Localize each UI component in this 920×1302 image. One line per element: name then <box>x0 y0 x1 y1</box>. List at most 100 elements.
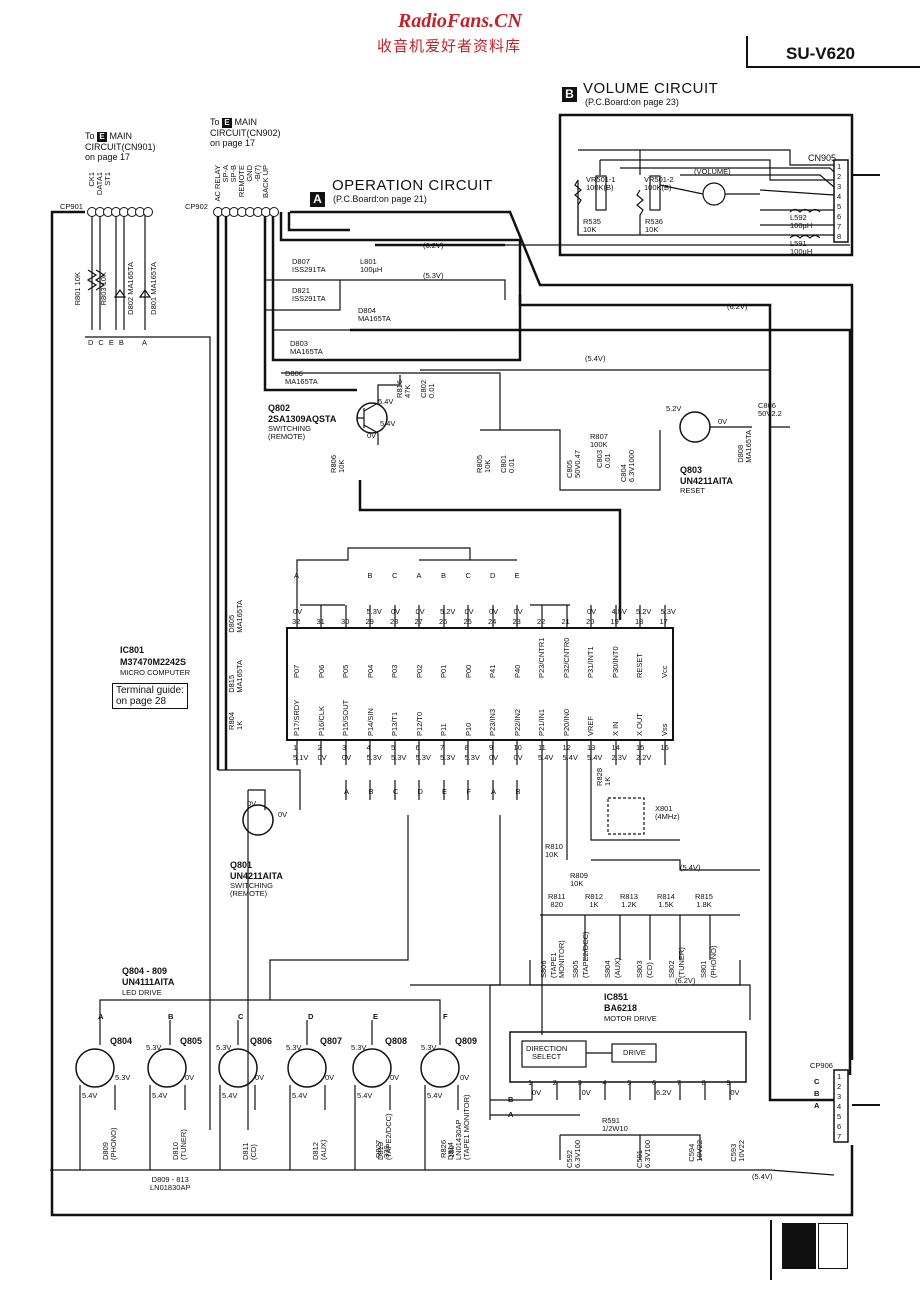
d802-label: D802 MA165TA <box>126 262 135 315</box>
ic801-bottom-pin-voltage: 0V <box>513 753 523 762</box>
terminal-guide: Terminal guide: on page 28 <box>112 683 188 709</box>
led-stage-v1: 5.3V <box>146 1043 162 1052</box>
ic801-bottom-pin-number: 1 <box>293 743 298 752</box>
led-stage-diode: D810 (TUNER) <box>171 1129 188 1160</box>
ic801-top-pin-name: P02 <box>414 664 424 678</box>
cn901-note: To E MAIN CIRCUIT(CN901)on page 17 <box>85 131 156 162</box>
d808-label: D808 MA165TA <box>736 430 753 463</box>
led-stage-v3: 5.4V <box>82 1091 98 1100</box>
ic801-top-pin-name: P00 <box>463 664 473 678</box>
q803-name: Q803 <box>680 465 703 475</box>
ic801-top-pin-voltage: 0V <box>391 607 401 616</box>
ic801-bottom-pin-name: P12/T0 <box>414 711 424 736</box>
ic851-pin-number: 4 <box>602 1078 607 1087</box>
led-stage-v3: 5.4V <box>152 1091 168 1100</box>
ic851-direction-block: DIRECTION SELECT <box>526 1044 568 1061</box>
operation-board-ref: (P.C.Board:on page 21) <box>333 194 427 204</box>
ic801-bottom-pin-letter: B <box>515 787 521 796</box>
led-drive-title: Q804 - 809 <box>122 966 168 976</box>
q802-vb: 0V <box>367 431 377 440</box>
c804-label: C804 6.3V1000 <box>619 450 636 483</box>
switch-function: (AUX) <box>613 957 622 978</box>
ic801-top-pin-voltage: 0V <box>513 607 523 616</box>
r814-label: R814 1.5K <box>657 892 675 909</box>
r806-label: R806 10K <box>329 455 346 473</box>
r813-label: R813 1.2K <box>620 892 638 909</box>
c591-label: C591 6.3V100 <box>635 1140 652 1168</box>
ic801-top-pin-letter: A <box>294 571 300 580</box>
ic801-bottom-pin-name: P16/CLK <box>316 705 326 736</box>
cp901-letter-labels: DCEB <box>88 338 129 347</box>
q803-vc: 0V <box>718 417 728 426</box>
ic801-bottom-pin-letter: A <box>491 787 497 796</box>
volume-section-badge: B <box>562 85 577 103</box>
ic801-bottom-pin-number: 2 <box>317 743 322 752</box>
watermark-cn: 收音机爱好者资料库 <box>377 37 522 55</box>
ic801-top-pin-letter: A <box>416 571 422 580</box>
cp901-letter-a: A <box>142 338 148 347</box>
ic851-pin-voltage: 0V <box>532 1088 542 1097</box>
ic801-bottom-pin-voltage: 5.3V <box>366 753 382 762</box>
led-stage-diode: D809 (PHONO) <box>101 1127 118 1161</box>
d803-label: D803 MA165TA <box>290 339 323 356</box>
ic801-top-pin-name: P05 <box>341 664 350 678</box>
d801-label: D801 MA165TA <box>149 262 158 315</box>
ic801-bottom-pin-number: 16 <box>660 743 669 752</box>
ic801-bottom-pin-voltage: 5.1V <box>293 753 309 762</box>
ic801-bottom-pin-number: 7 <box>440 743 445 752</box>
ic851-drive-block: DRIVE <box>623 1048 646 1057</box>
led-stage-transistor: Q805 <box>180 1036 203 1046</box>
switch-function: (TAPE1 MONITOR) <box>549 940 566 978</box>
ic801-bottom-pin-name: VREF <box>586 715 595 736</box>
ic801-top-pin-name: RESET <box>635 652 644 678</box>
r801-label: R801 10K <box>73 272 82 306</box>
d805-label: D805 MA165TA <box>227 600 244 633</box>
cp901-label: CP901 <box>60 202 83 211</box>
ic801-top-pin-voltage: 0V <box>587 607 597 616</box>
ic851-pin-number: 3 <box>577 1078 582 1087</box>
led-stage-letter: E <box>373 1012 379 1021</box>
ic801-top-pin-number: 24 <box>488 617 497 626</box>
ic851-part: BA6218 <box>604 1003 638 1013</box>
ic851-pin-voltage: 0V <box>730 1088 740 1097</box>
ic801-top-pin-number: 26 <box>439 617 448 626</box>
r804-label: R804 1K <box>227 712 244 730</box>
ic801-bottom-pin-voltage: 5.3V <box>415 753 431 762</box>
r812-label: R812 1K <box>585 892 603 909</box>
ic801-bottom-pin-name: P14/SIN <box>365 708 375 736</box>
rail-6v2-top: (6.2V) <box>423 241 444 250</box>
r815-label: R815 1.8K <box>695 892 713 909</box>
ic801-bottom-pin-voltage: 5.3V <box>391 753 407 762</box>
ic801-top-pin-voltage: 0V <box>415 607 425 616</box>
ic801-top-pin-letter: B <box>367 571 373 580</box>
ic801-bottom-pin-number: 8 <box>464 743 469 752</box>
led-stage-letter: B <box>168 1012 174 1021</box>
ic801-top-pin-voltage: 5.2V <box>440 607 456 616</box>
c592-label: C592 6.3V100 <box>565 1140 582 1168</box>
ic851-pin-voltage: 6.2V <box>656 1088 672 1097</box>
ic801-bottom-pin-number: 5 <box>391 743 396 752</box>
ic801-bottom-pin-voltage: 5.3V <box>440 753 456 762</box>
ic801-top-pin-name: P07 <box>292 664 301 678</box>
ic801-name: IC801 <box>120 645 145 655</box>
q803-role: RESET <box>680 486 706 495</box>
ic851-pin-voltage: 0V <box>581 1088 591 1097</box>
ic801-top-pin-voltage: 5.3V <box>660 607 676 616</box>
ic801-top-pin-number: 29 <box>365 617 374 626</box>
led-stage-v3: 5.4V <box>357 1091 373 1100</box>
led-stage-v3: 5.4V <box>427 1091 443 1100</box>
led-stage-diode: D812 (AUX) <box>311 1139 328 1160</box>
ic801-top-pin-number: 20 <box>586 617 595 626</box>
switch-name: S806 <box>539 960 548 978</box>
c805-label: C805 50V0.47 <box>565 450 582 478</box>
ic801-top-pin-letter: E <box>514 571 520 580</box>
q802-vc: 5.4V <box>380 419 396 428</box>
ic801-bottom-pin-number: 9 <box>489 743 494 752</box>
led-stage-v1: 5.3V <box>286 1043 302 1052</box>
ic801-top-pin-voltage: 5.3V <box>366 607 382 616</box>
c802-label: C802 0.01 <box>419 380 436 398</box>
ic801-top-pin-number: 31 <box>316 617 325 626</box>
volume-label: (VOLUME) <box>694 167 731 176</box>
ic801-bottom-pin-number: 10 <box>513 743 522 752</box>
ic801-top-pin-voltage: 4.5V <box>611 607 627 616</box>
